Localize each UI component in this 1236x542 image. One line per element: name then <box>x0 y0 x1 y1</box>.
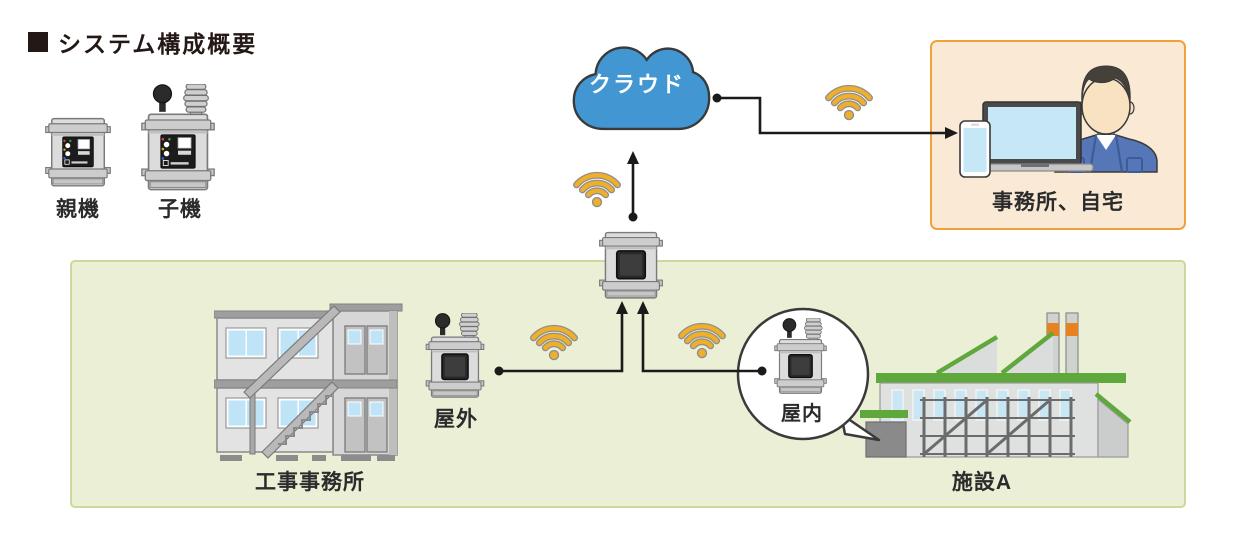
page-title: システム構成概要 <box>28 25 257 59</box>
office-footings <box>220 455 395 461</box>
factory-scaffolding <box>920 397 1075 457</box>
facility-a-label: 施設A <box>951 471 1013 494</box>
wifi-icon <box>823 77 875 122</box>
connector-start-dot <box>712 93 722 103</box>
office-doors <box>344 325 388 453</box>
page-title-text: システム構成概要 <box>58 31 258 57</box>
child-device-label: 子機 <box>158 198 202 221</box>
cloud-label: クラウド <box>588 72 685 97</box>
remote-access-label: 事務所、自宅 <box>992 191 1124 214</box>
factory-icon <box>860 312 1132 458</box>
wifi-icon <box>528 317 580 362</box>
smartphone-figure <box>959 120 991 178</box>
cloud-node: クラウド <box>570 33 712 153</box>
outdoor-device-icon <box>425 313 485 399</box>
outdoor-device-label: 屋外 <box>434 408 478 431</box>
gateway-device-icon <box>599 229 663 300</box>
office-stairs <box>243 305 341 459</box>
child-device-icon <box>141 84 215 192</box>
construction-office-icon <box>214 303 403 461</box>
laptop-figure <box>976 101 1094 172</box>
indoor-device-icon <box>774 318 827 395</box>
indoor-device-label: 屋内 <box>781 403 823 425</box>
cloud-icon <box>572 46 711 131</box>
title-square-bullet <box>28 32 48 52</box>
parent-device-label: 親機 <box>56 198 100 221</box>
wifi-icon <box>571 164 623 209</box>
construction-office-label: 工事事務所 <box>255 471 365 494</box>
parent-device-icon <box>45 115 111 188</box>
worker-icon <box>959 65 1158 178</box>
wifi-icon <box>676 315 728 360</box>
connector-start-dot <box>628 212 638 222</box>
